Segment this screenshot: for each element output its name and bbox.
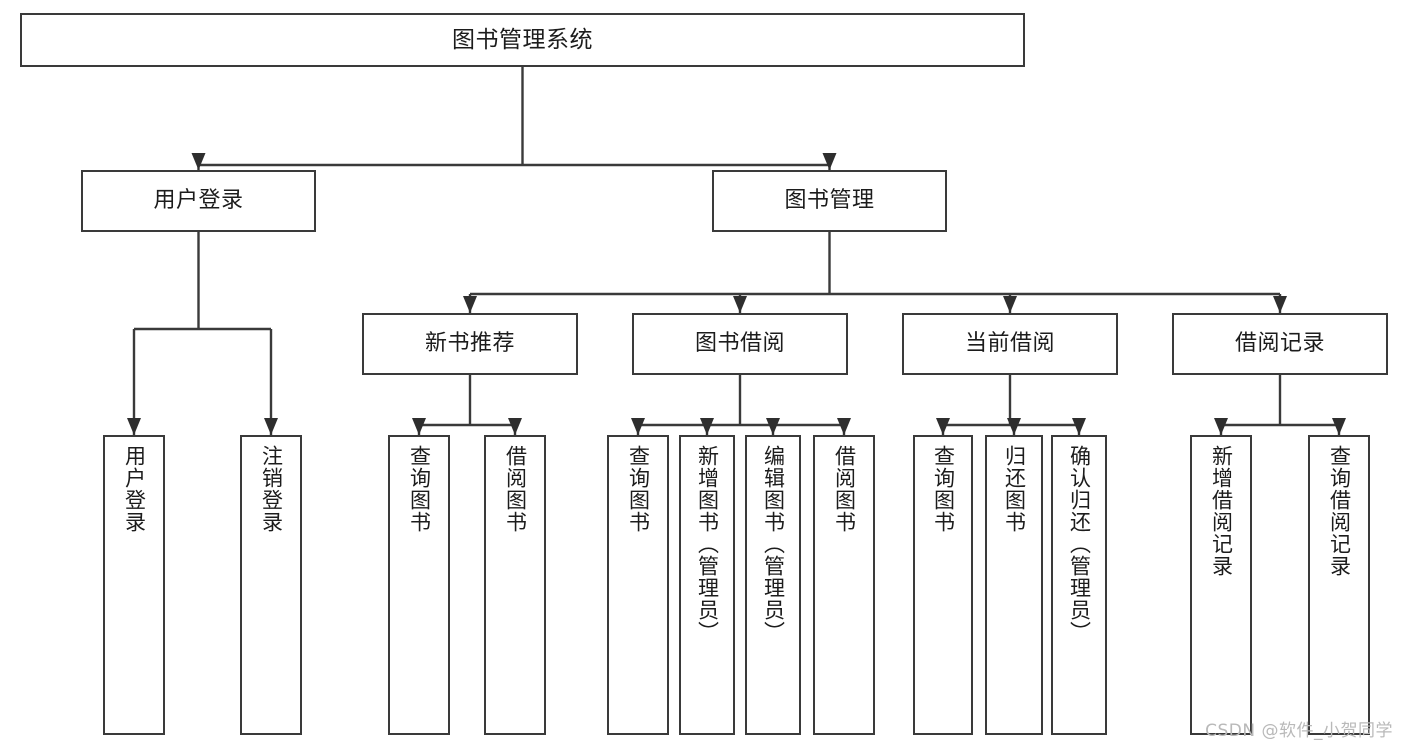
arrow-head-icon: [412, 418, 426, 435]
node-leaf-10[interactable]: 归还图书: [985, 435, 1043, 735]
node-label: 归还图书: [1002, 445, 1027, 533]
arrow-head-icon: [766, 418, 780, 435]
arrow-head-icon: [1072, 418, 1086, 435]
node-borrow-log[interactable]: 借阅记录: [1172, 313, 1388, 375]
node-root[interactable]: 图书管理系统: [20, 13, 1025, 67]
node-label: 查询借阅记录: [1327, 445, 1352, 577]
arrow-head-icon: [631, 418, 645, 435]
node-leaf-2[interactable]: 注销登录: [240, 435, 302, 735]
arrow-head-icon: [700, 418, 714, 435]
node-label: 图书管理: [784, 188, 875, 214]
node-user-login[interactable]: 用户登录: [81, 170, 316, 232]
node-leaf-8[interactable]: 借阅图书: [813, 435, 875, 735]
node-label: 用户登录: [122, 445, 147, 533]
node-book-borrow[interactable]: 图书借阅: [632, 313, 848, 375]
node-label: 借阅图书: [832, 445, 857, 533]
node-label: 查询图书: [407, 445, 432, 533]
node-label: 图书借阅: [694, 331, 785, 357]
node-label: 新增借阅记录: [1209, 445, 1234, 577]
arrow-head-icon: [1214, 418, 1228, 435]
arrow-head-icon: [733, 296, 747, 313]
arrow-head-icon: [1007, 418, 1021, 435]
node-leaf-12[interactable]: 新增借阅记录: [1190, 435, 1252, 735]
node-leaf-3[interactable]: 查询图书: [388, 435, 450, 735]
node-new-book-rec[interactable]: 新书推荐: [362, 313, 578, 375]
node-label: 新增图书（管理员）: [695, 445, 720, 643]
node-leaf-4[interactable]: 借阅图书: [484, 435, 546, 735]
node-leaf-7[interactable]: 编辑图书（管理员）: [745, 435, 801, 735]
node-leaf-5[interactable]: 查询图书: [607, 435, 669, 735]
node-label: 确认归还（管理员）: [1067, 445, 1092, 643]
node-book-manage[interactable]: 图书管理: [712, 170, 947, 232]
node-label: 图书管理系统: [452, 26, 593, 53]
node-label: 查询图书: [626, 445, 651, 533]
node-leaf-9[interactable]: 查询图书: [913, 435, 973, 735]
arrow-head-icon: [463, 296, 477, 313]
arrow-head-icon: [936, 418, 950, 435]
node-label: 注销登录: [259, 445, 284, 533]
arrow-head-icon: [264, 418, 278, 435]
node-label: 新书推荐: [424, 331, 515, 357]
arrow-head-icon: [1332, 418, 1346, 435]
node-leaf-13[interactable]: 查询借阅记录: [1308, 435, 1370, 735]
watermark-label: CSDN @软件_小贺同学: [1205, 721, 1393, 741]
node-leaf-11[interactable]: 确认归还（管理员）: [1051, 435, 1107, 735]
node-leaf-1[interactable]: 用户登录: [103, 435, 165, 735]
arrow-head-icon: [1003, 296, 1017, 313]
arrow-head-icon: [1273, 296, 1287, 313]
node-label: 当前借阅: [964, 331, 1055, 357]
arrow-head-icon: [837, 418, 851, 435]
node-label: 编辑图书（管理员）: [761, 445, 786, 643]
node-label: 借阅图书: [503, 445, 528, 533]
node-label: 用户登录: [153, 188, 244, 214]
arrow-head-icon: [191, 153, 206, 170]
node-cur-borrow[interactable]: 当前借阅: [902, 313, 1118, 375]
arrow-head-icon: [127, 418, 141, 435]
node-label: 借阅记录: [1234, 331, 1325, 357]
node-leaf-6[interactable]: 新增图书（管理员）: [679, 435, 735, 735]
arrow-head-icon: [822, 153, 837, 170]
arrow-head-icon: [508, 418, 522, 435]
node-label: 查询图书: [931, 445, 956, 533]
